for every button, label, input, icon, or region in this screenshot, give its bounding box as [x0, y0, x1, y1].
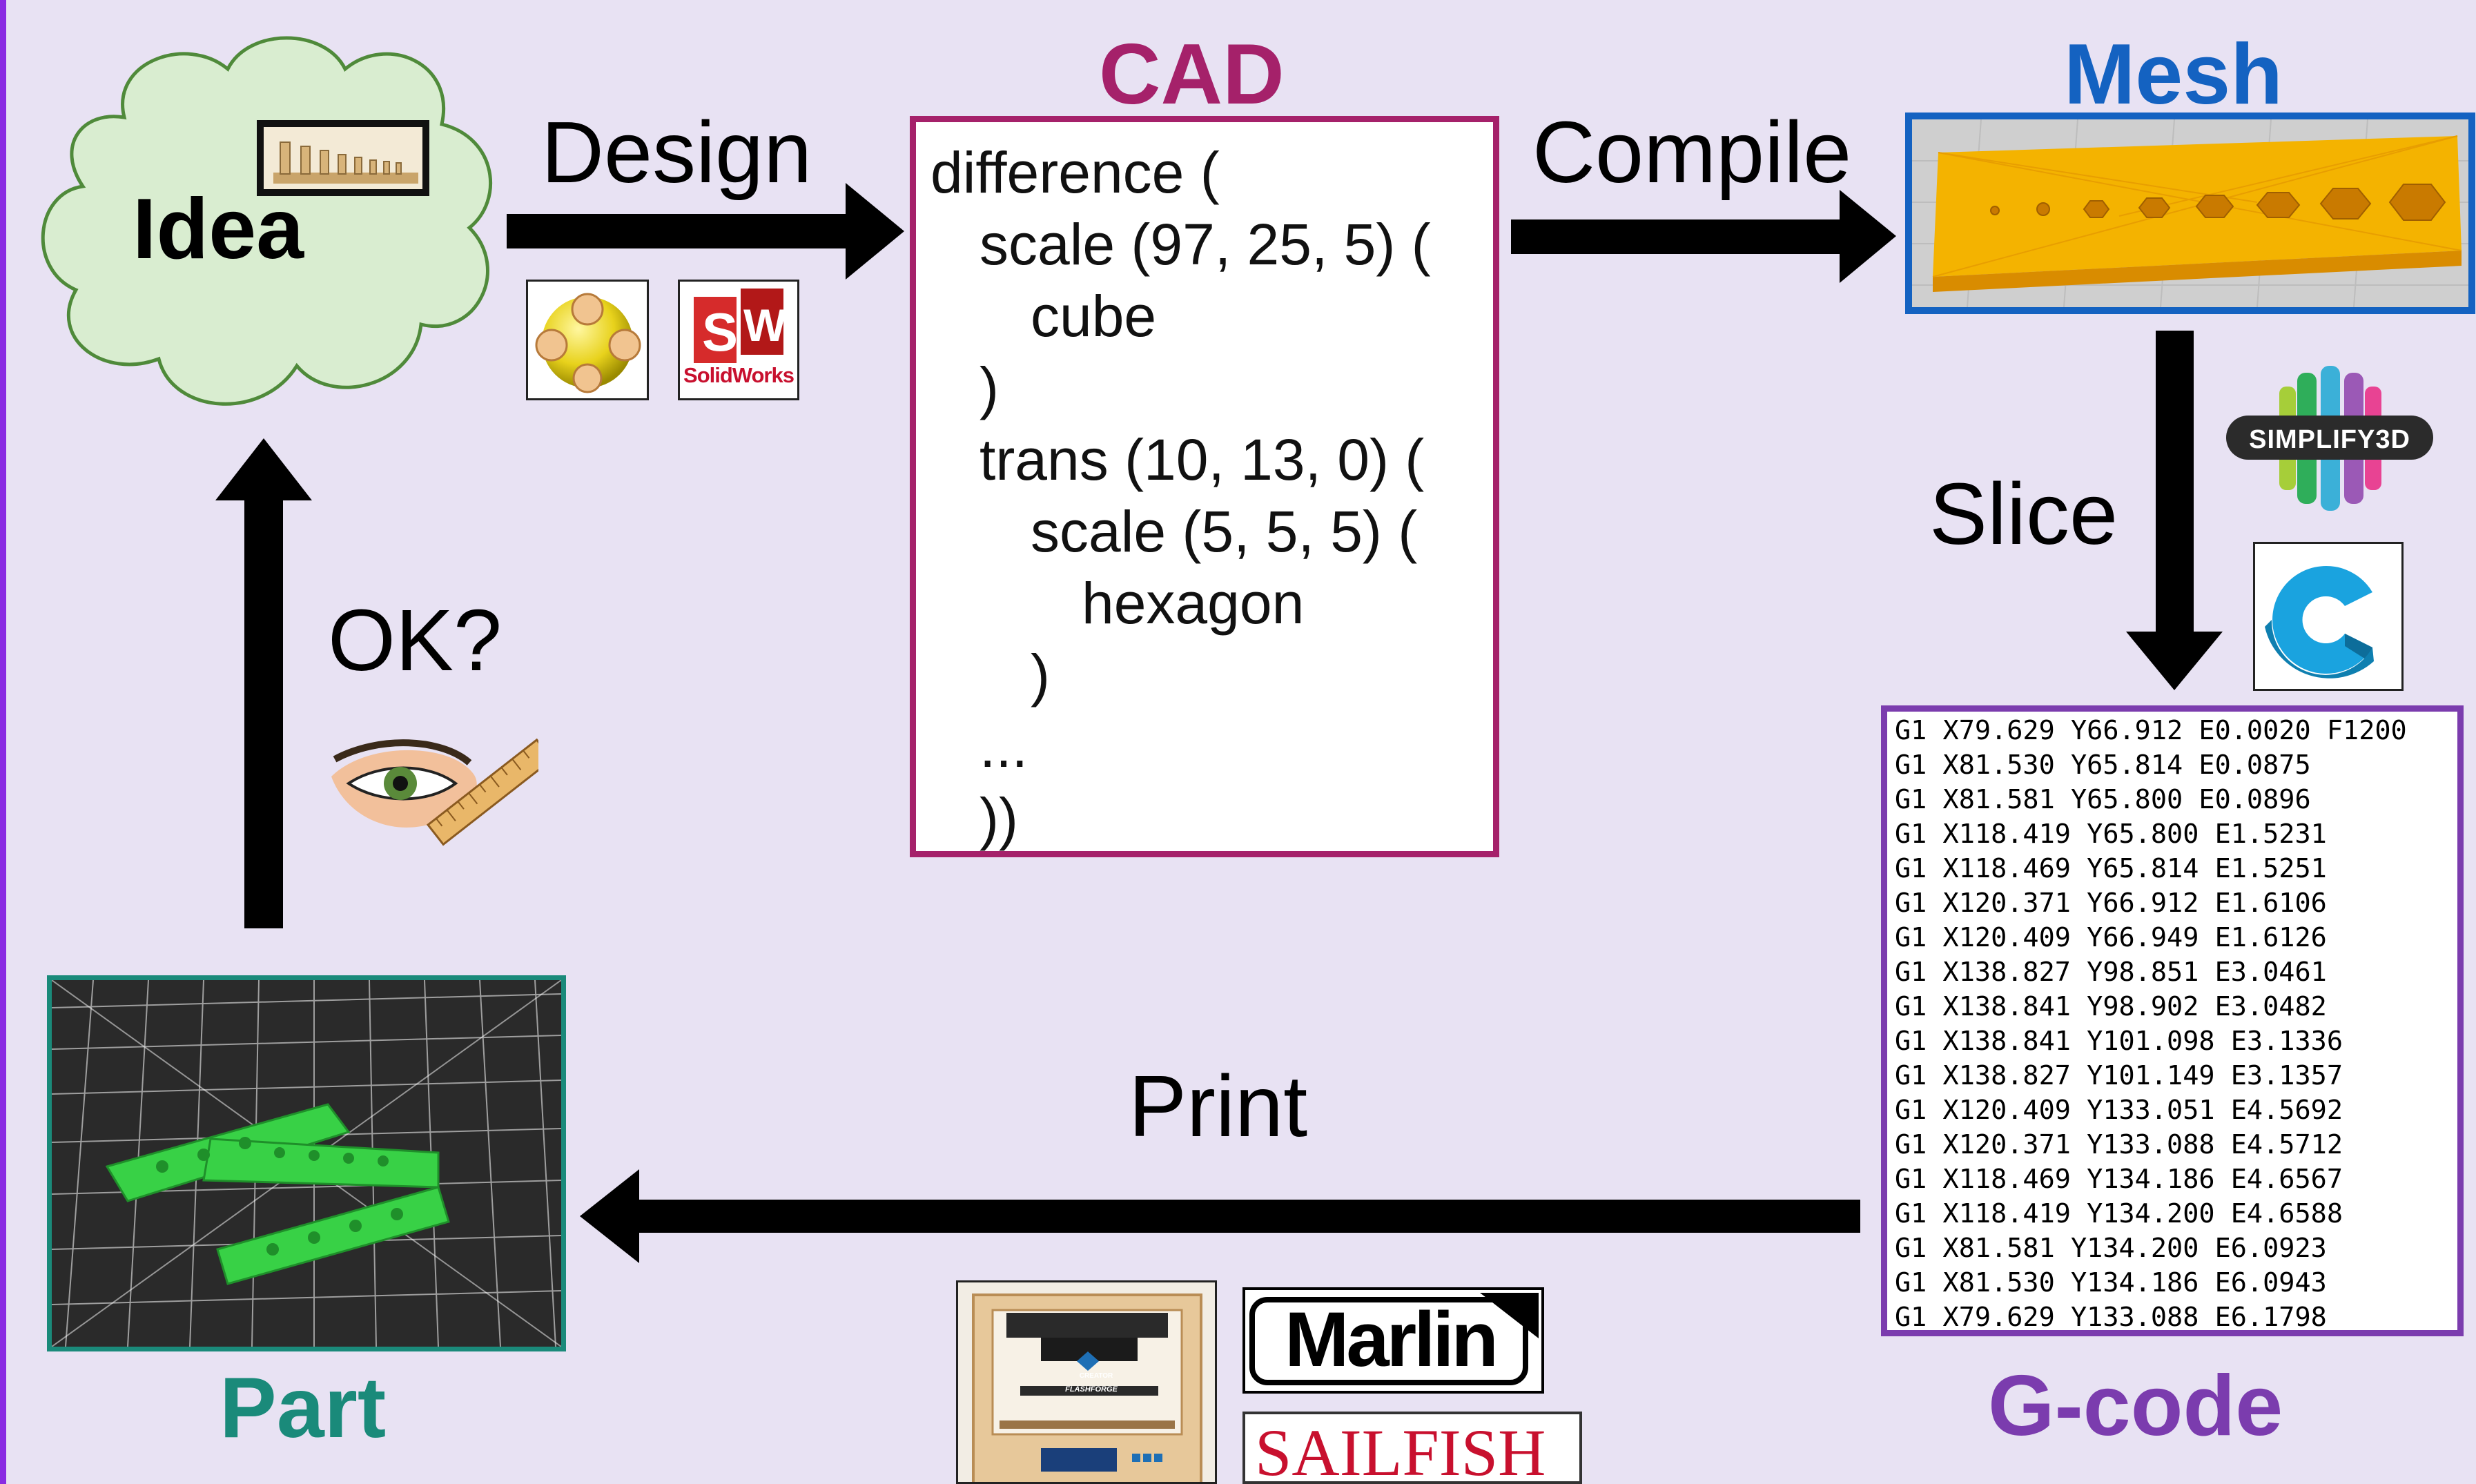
- simplify3d-logo-icon: SIMPLIFY3D: [2223, 366, 2437, 514]
- eye-ruler-icon: [324, 735, 554, 901]
- svg-text:S: S: [702, 302, 738, 362]
- gcode-line: G1 X138.827 Y101.149 E3.1357: [1895, 1060, 2343, 1091]
- gcode-line: G1 X138.841 Y101.098 E3.1336: [1895, 1026, 2343, 1057]
- gcode-box: G1 X79.629 Y66.912 E0.0020 F1200 G1 X81.…: [1881, 705, 2464, 1336]
- idea-label: Idea: [133, 182, 304, 277]
- slice-label: Slice: [1929, 465, 2118, 563]
- printer-brand: CREATOR: [1079, 1372, 1113, 1380]
- design-arrow: [507, 183, 904, 280]
- sailfish-wordmark: SAILFISH: [1255, 1416, 1546, 1484]
- gcode-line: G1 X81.530 Y65.814 E0.0875: [1895, 750, 2311, 781]
- cad-code-line: ...: [979, 714, 1029, 779]
- gcode-line: G1 X118.469 Y65.814 E1.5251: [1895, 853, 2327, 884]
- part-title: Part: [220, 1360, 387, 1456]
- gcode-line: G1 X118.469 Y134.186 E4.6567: [1895, 1164, 2343, 1195]
- cad-code-line: trans (10, 13, 0) (: [979, 427, 1425, 492]
- gcode-line: G1 X120.371 Y66.912 E1.6106: [1895, 888, 2327, 919]
- gcode-line: G1 X79.629 Y66.912 E0.0020 F1200: [1895, 715, 2407, 746]
- cad-code-line: hexagon: [1082, 571, 1305, 636]
- cad-code-line: scale (97, 25, 5) (: [979, 212, 1431, 277]
- gcode-line: G1 X120.409 Y66.949 E1.6126: [1895, 922, 2327, 953]
- design-label: Design: [541, 104, 812, 201]
- cad-code-box: difference ( scale (97, 25, 5) ( cube ) …: [910, 116, 1499, 857]
- compile-label: Compile: [1532, 104, 1852, 201]
- compile-arrow: [1511, 190, 1896, 283]
- print-label: Print: [1129, 1057, 1308, 1155]
- gcode-line: G1 X81.581 Y65.800 E0.0896: [1895, 784, 2311, 815]
- cad-code-line: ): [1031, 643, 1050, 707]
- gcode-line: G1 X81.530 Y134.186 E6.0943: [1895, 1267, 2327, 1298]
- gcode-line: G1 X79.629 Y133.088 E6.1798: [1895, 1302, 2327, 1333]
- gcode-line: G1 X118.419 Y134.200 E4.6588: [1895, 1198, 2343, 1229]
- solidworks-wordmark: SolidWorks: [683, 363, 795, 387]
- sailfish-logo-icon: SAILFISH: [1242, 1412, 1582, 1484]
- cad-code-line: )): [979, 786, 1018, 851]
- cad-code-line: scale (5, 5, 5) (: [1031, 499, 1418, 564]
- gcode-line: G1 X138.827 Y98.851 E3.0461: [1895, 957, 2327, 988]
- part-photo: [47, 975, 566, 1351]
- gcode-line: G1 X120.409 Y133.051 E4.5692: [1895, 1095, 2343, 1126]
- idea-thumbnail-icon: [257, 120, 429, 196]
- svg-text:W: W: [743, 300, 787, 351]
- mesh-title: Mesh: [2064, 27, 2283, 122]
- marlin-logo-icon: Marlin: [1242, 1287, 1544, 1394]
- ok-label: OK?: [328, 592, 503, 689]
- gcode-line: G1 X81.581 Y134.200 E6.0923: [1895, 1233, 2327, 1264]
- printer-photo-icon: CREATOR FLASHFORGE: [956, 1280, 1217, 1484]
- gcode-line: G1 X120.371 Y133.088 E4.5712: [1895, 1129, 2343, 1160]
- cad-code-line: cube: [1031, 284, 1157, 349]
- openscad-logo-icon: [526, 280, 649, 400]
- print-arrow: [580, 1169, 1860, 1263]
- cura-logo-icon: [2253, 542, 2404, 691]
- printer-model: FLASHFORGE: [1065, 1385, 1118, 1394]
- mesh-render: [1905, 113, 2475, 314]
- solidworks-logo-icon: S W SolidWorks: [678, 280, 799, 400]
- left-accent-border: [0, 0, 6, 1484]
- gcode-line: G1 X138.841 Y98.902 E3.0482: [1895, 991, 2327, 1022]
- cad-code-line: ): [979, 355, 999, 420]
- cad-code-line: difference (: [930, 140, 1220, 205]
- slice-arrow: [2126, 331, 2223, 690]
- cad-title: CAD: [1099, 27, 1285, 122]
- ok-arrow: [215, 438, 312, 928]
- marlin-wordmark: Marlin: [1285, 1296, 1499, 1383]
- simplify3d-wordmark: SIMPLIFY3D: [2249, 425, 2410, 454]
- gcode-title: G-code: [1988, 1358, 2283, 1454]
- gcode-line: G1 X118.419 Y65.800 E1.5231: [1895, 819, 2327, 850]
